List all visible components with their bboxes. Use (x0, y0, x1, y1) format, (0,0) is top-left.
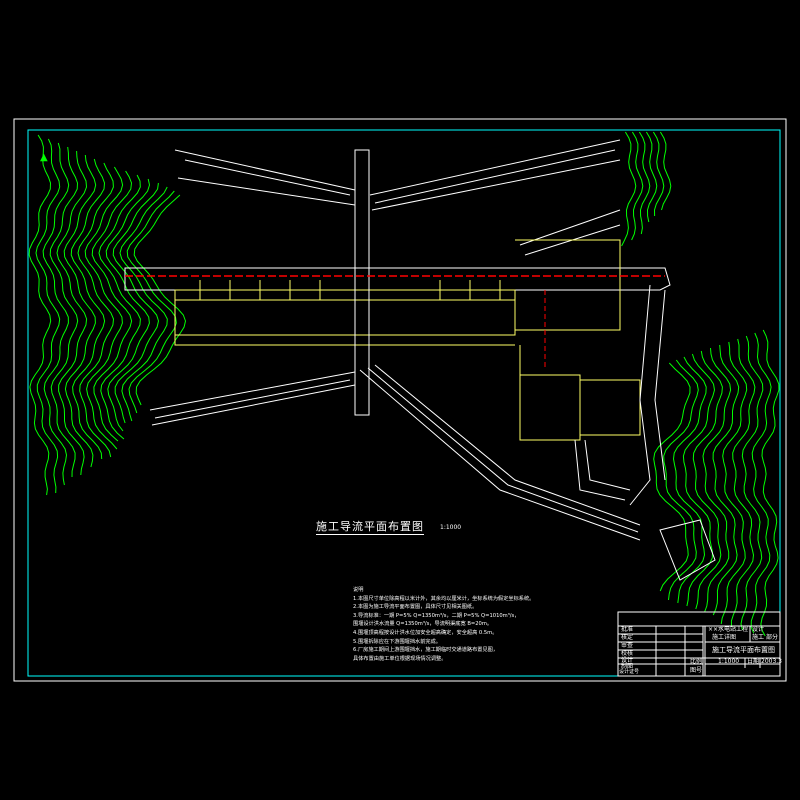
note-item: 6.厂房施工期间上游围堰挡水，施工期临时交通道路布置见图， (353, 647, 499, 654)
tb-row: 设计 (621, 657, 634, 664)
contour-line (98, 174, 141, 440)
tb-project: ××水电站工程 (708, 626, 749, 633)
contour-line (28, 134, 52, 496)
contour-line (653, 362, 691, 592)
drawing-scale: 1:1000 (440, 524, 462, 531)
terrain-contours (28, 131, 780, 637)
tb-date-label: 日期 (747, 658, 760, 665)
contour-line (119, 186, 168, 422)
contour-line (659, 131, 672, 211)
tb-part-label: 部分 (766, 634, 779, 641)
tb-discipline: 施工 (752, 634, 765, 641)
tb-row: 审查 (621, 642, 634, 649)
tb-row: 校核 (621, 650, 634, 657)
note-item: 1.本图尺寸单位除高程以米计外，其余均以厘米计，坐标系统为假定坐标系统。 (353, 595, 535, 602)
north-arrow-icon: ▲ (40, 152, 48, 163)
contour-line (63, 154, 97, 468)
title-block (617, 611, 781, 677)
contour-line (70, 158, 106, 460)
contour-line (692, 350, 723, 610)
outer-border (13, 118, 787, 682)
contour-line (663, 359, 699, 601)
tb-stage: 施工详图 (712, 634, 737, 641)
tb-drawing-name: 施工导流平面布置图 (712, 646, 775, 654)
contour-line (760, 329, 780, 637)
contour-line (112, 182, 160, 424)
contour-line (702, 347, 732, 613)
tb-discipline-label: 设计 (752, 626, 765, 633)
note-item: 围堰设计洪水流量 Q=1350m³/s，导流明渠底宽 B=20m。 (353, 621, 493, 628)
contour-line (126, 190, 177, 414)
note-item: 2.本图为施工导流平面布置图，具体尺寸见相关图纸。 (353, 604, 478, 611)
contour-line (750, 332, 772, 634)
contour-line (638, 131, 651, 235)
contour-line (56, 150, 88, 476)
notes: 说明 1.本图尺寸单位除高程以米计外，其余均以厘米计，坐标系统为假定坐标系统。 … (353, 586, 534, 663)
tb-date: 2003.3 (761, 658, 782, 665)
contour-line (105, 178, 151, 432)
contour-line (740, 335, 764, 631)
contour-line (77, 162, 115, 458)
contour-line (35, 138, 61, 494)
note-item: 4.围堰顶高程按设计洪水位加安全超高确定，安全超高 0.5m。 (353, 629, 498, 636)
dam-structure (124, 139, 716, 581)
contour-line (672, 356, 707, 604)
contour-line (682, 353, 716, 607)
contour-line (720, 341, 748, 625)
tb-row: 核定 (621, 634, 634, 641)
drawing-title: 施工导流平面布置图 (316, 520, 424, 535)
note-item: 5.围堰拆除应在下游围堰挡水前完成。 (353, 638, 441, 645)
note-item: 3.导流标准：一期 P=5% Q=1350m³/s，二期 P=5% Q=1010… (353, 612, 520, 619)
tb-scale-label: 比例 (690, 658, 703, 665)
contour-line (645, 131, 658, 223)
contour-line (84, 166, 124, 450)
contour-line (712, 344, 740, 616)
tb-number-label: 图号 (690, 667, 703, 674)
contour-line (621, 131, 637, 247)
tb-row: 设计证号 (619, 669, 640, 675)
tb-scale: 1:1000 (718, 658, 740, 665)
contour-line (91, 170, 133, 442)
contour-line (49, 146, 79, 478)
note-item: 具体布置由施工单位根据现场情况调整。 (353, 655, 447, 662)
notes-heading: 说明 (353, 587, 364, 593)
inner-frame (27, 129, 781, 677)
contour-line (42, 142, 70, 486)
tb-row: 制图 (621, 663, 634, 670)
contour-line (631, 131, 644, 241)
contour-line (730, 338, 756, 628)
contour-line (652, 131, 665, 217)
contour-line (133, 194, 187, 406)
tb-row: 批准 (621, 626, 634, 633)
